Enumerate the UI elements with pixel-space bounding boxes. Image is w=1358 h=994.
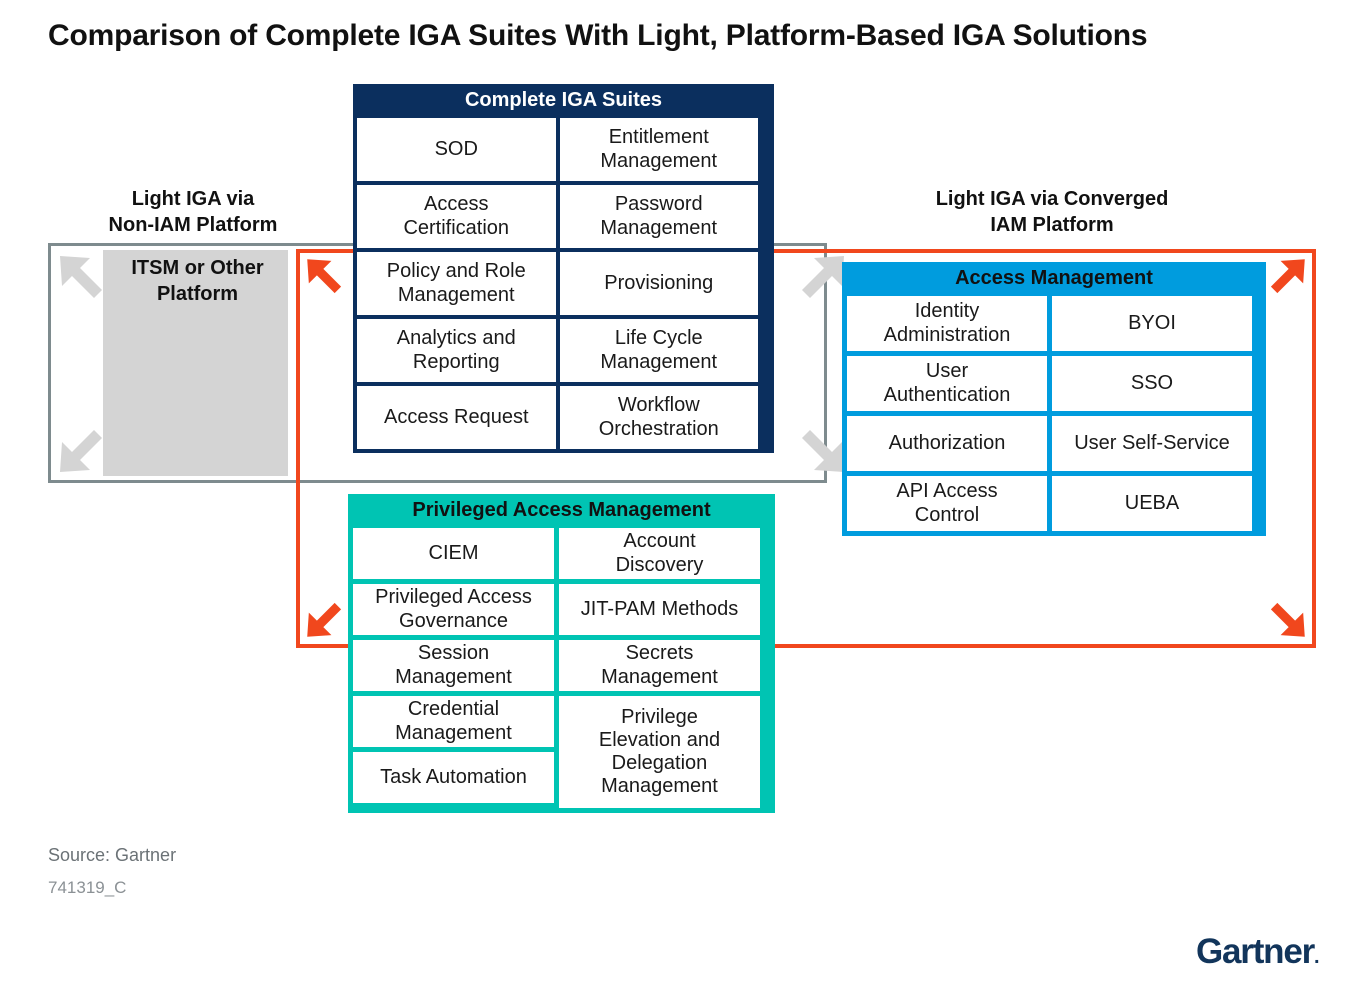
capability-cell[interactable]: BYOI: [1052, 296, 1252, 351]
document-code: 741319_C: [48, 878, 127, 897]
grey-arrow-northeast: [802, 256, 844, 298]
orange-arrow-southwest: [307, 602, 342, 637]
gartner-logo-dot: .: [1314, 946, 1320, 968]
itsm-label-line2: Platform: [156, 283, 239, 305]
orange-arrow-northwest: [307, 259, 342, 294]
gartner-logo: Gartner.: [1196, 932, 1320, 972]
capability-cell[interactable]: Task Automation: [353, 752, 554, 803]
capability-cell[interactable]: Access Request: [357, 386, 556, 449]
panel-privileged-access-management: Privileged Access Management CIEM Privil…: [348, 494, 775, 813]
capability-cell[interactable]: SOD: [357, 118, 556, 181]
capability-cell[interactable]: UEBA: [1052, 476, 1252, 531]
converged-iam-scope-box: [296, 249, 1316, 648]
capability-cell[interactable]: User Self-Service: [1052, 416, 1252, 471]
page-title: Comparison of Complete IGA Suites With L…: [48, 19, 1148, 52]
itsm-platform-block: [103, 250, 288, 476]
caption-left-line1: Light IGA via: [131, 188, 255, 210]
caption-right-line1: Light IGA via Converged: [935, 188, 1169, 210]
source-note: Source: Gartner: [48, 845, 177, 865]
caption-right: Light IGA via Converged IAM Platform: [860, 186, 1244, 239]
capability-cell[interactable]: JIT-PAM Methods: [559, 584, 760, 635]
caption-left-line2: Non-IAM Platform: [108, 214, 278, 237]
orange-arrow-northeast: [1270, 259, 1305, 294]
grey-arrow-southeast: [802, 430, 844, 472]
capability-cell[interactable]: Authorization: [847, 416, 1047, 471]
panel-header-complete-iga-suites: Complete IGA Suites: [464, 89, 663, 111]
grey-arrow-northwest: [60, 256, 102, 298]
caption-right-line2: IAM Platform: [990, 214, 1114, 237]
caption-left: Light IGA via Non-IAM Platform: [60, 186, 326, 239]
panel-header-privileged-access-management: Privileged Access Management: [412, 499, 711, 521]
gartner-logo-text: Gartner: [1196, 932, 1315, 971]
itsm-label-line1: ITSM or Other: [131, 257, 264, 279]
capability-cell[interactable]: Provisioning: [559, 252, 758, 315]
capability-cell[interactable]: SSO: [1052, 356, 1252, 411]
panel-header-access-management: Access Management: [955, 267, 1153, 289]
orange-arrow-southeast: [1270, 602, 1305, 637]
grey-arrow-southwest: [60, 430, 102, 472]
itsm-platform-label: ITSM or Other Platform: [105, 255, 290, 307]
capability-cell[interactable]: CIEM: [353, 528, 554, 579]
